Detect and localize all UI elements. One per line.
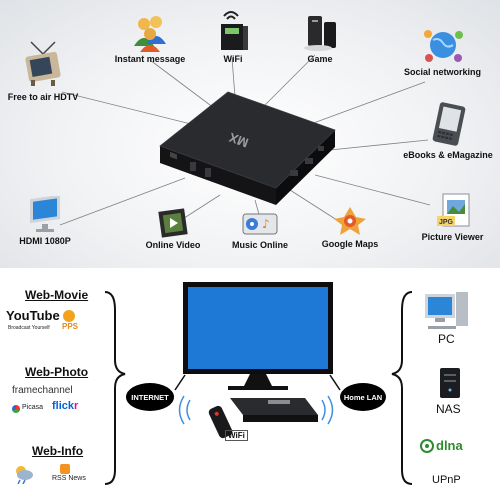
wifi-tag: WiFi: [225, 430, 248, 441]
film-play-icon: [158, 208, 188, 238]
feature-ebooks: eBooks & eMagazine: [398, 102, 498, 160]
pps-label[interactable]: PPS: [62, 322, 79, 331]
maps-icon: [334, 207, 366, 235]
rss-icon: [60, 464, 70, 474]
feature-wifi: WiFi: [208, 8, 258, 64]
globe-network-icon: [423, 30, 463, 62]
feature-label: HDMI 1080P: [19, 236, 71, 246]
left-brace: [104, 291, 126, 485]
feature-label: Google Maps: [321, 239, 379, 249]
feature-hdtv: Free to air HDTV: [2, 40, 84, 102]
feature-hdmi: HDMI 1080P: [10, 196, 80, 246]
pc-label: PC: [438, 332, 455, 346]
music-player-icon: ♪: [242, 213, 278, 235]
nas-icon: [440, 368, 460, 398]
connector-lines: [59, 54, 431, 226]
internet-bubble: INTERNET: [126, 383, 174, 411]
feature-label: WiFi: [223, 54, 243, 64]
nas-label: NAS: [436, 402, 461, 416]
home-lan-bubble: Home LAN: [340, 383, 386, 411]
youtube-text: YouTube: [6, 308, 60, 323]
feature-label: Game: [307, 54, 333, 64]
feature-label: Online Video: [145, 240, 201, 250]
feature-label: Instant message: [114, 54, 186, 64]
rss-label[interactable]: RSS News: [52, 475, 86, 482]
web-info-heading: Web-Info: [32, 444, 84, 458]
web-photo-heading: Web-Photo: [25, 365, 89, 379]
upnp-label: UPnP: [432, 474, 461, 486]
feature-game: Game: [290, 12, 350, 64]
dlna-label: dlna: [436, 438, 463, 453]
wifi-router-icon: [221, 11, 248, 50]
wireless-signal-left: [178, 395, 191, 425]
feature-social-networking: Social networking: [395, 25, 490, 77]
feature-google-maps: Google Maps: [315, 203, 385, 249]
pc-icon: [425, 292, 468, 329]
svg-text:♪: ♪: [262, 217, 270, 231]
picasa-label[interactable]: Picasa: [22, 404, 44, 411]
retro-tv-icon: [25, 41, 61, 86]
weather-icon: [16, 466, 33, 484]
jpg-picture-icon: JPG: [436, 193, 469, 227]
television: [183, 282, 333, 390]
youtube-logo[interactable]: YouTube: [6, 308, 60, 323]
picasa-icon: [12, 405, 20, 413]
web-movie-heading: Web-Movie: [25, 288, 89, 302]
feature-label: Music Online: [231, 240, 288, 250]
flickr-logo[interactable]: flickr: [52, 400, 79, 412]
feature-label: Social networking: [403, 67, 481, 77]
game-console-icon: [304, 16, 336, 51]
feature-picture-viewer: JPG Picture Viewer: [410, 190, 495, 242]
right-brace: [391, 291, 413, 485]
diagram-graphics: [104, 282, 468, 485]
mx-logo: MX: [227, 130, 251, 151]
wireless-signal-right: [321, 395, 334, 425]
svg-text:JPG: JPG: [439, 219, 454, 226]
feature-instant-message: Instant message: [110, 12, 190, 64]
dlna-logo: [420, 439, 434, 453]
ebook-reader-icon: [432, 102, 466, 146]
youtube-tagline: Broadcast Yourself: [8, 325, 50, 331]
feature-label: eBooks & eMagazine: [403, 150, 493, 160]
feature-label: Free to air HDTV: [7, 92, 79, 102]
framechannel-logo[interactable]: framechannel: [12, 385, 73, 396]
mx-box-device: MX: [159, 91, 336, 205]
network-diagram: Web-Movie YouTube Broadcast Yourself PPS…: [0, 270, 500, 500]
instant-message-people-icon: [134, 16, 166, 52]
feature-online-video: Online Video: [138, 208, 208, 250]
feature-music-online: ♪ Music Online: [225, 208, 295, 250]
pps-icon: [63, 310, 75, 322]
monitor-icon: [30, 196, 60, 232]
set-top-box: [230, 398, 318, 422]
feature-label: Picture Viewer: [421, 232, 484, 242]
features-panel: MX Instant message WiFi: [0, 0, 500, 268]
